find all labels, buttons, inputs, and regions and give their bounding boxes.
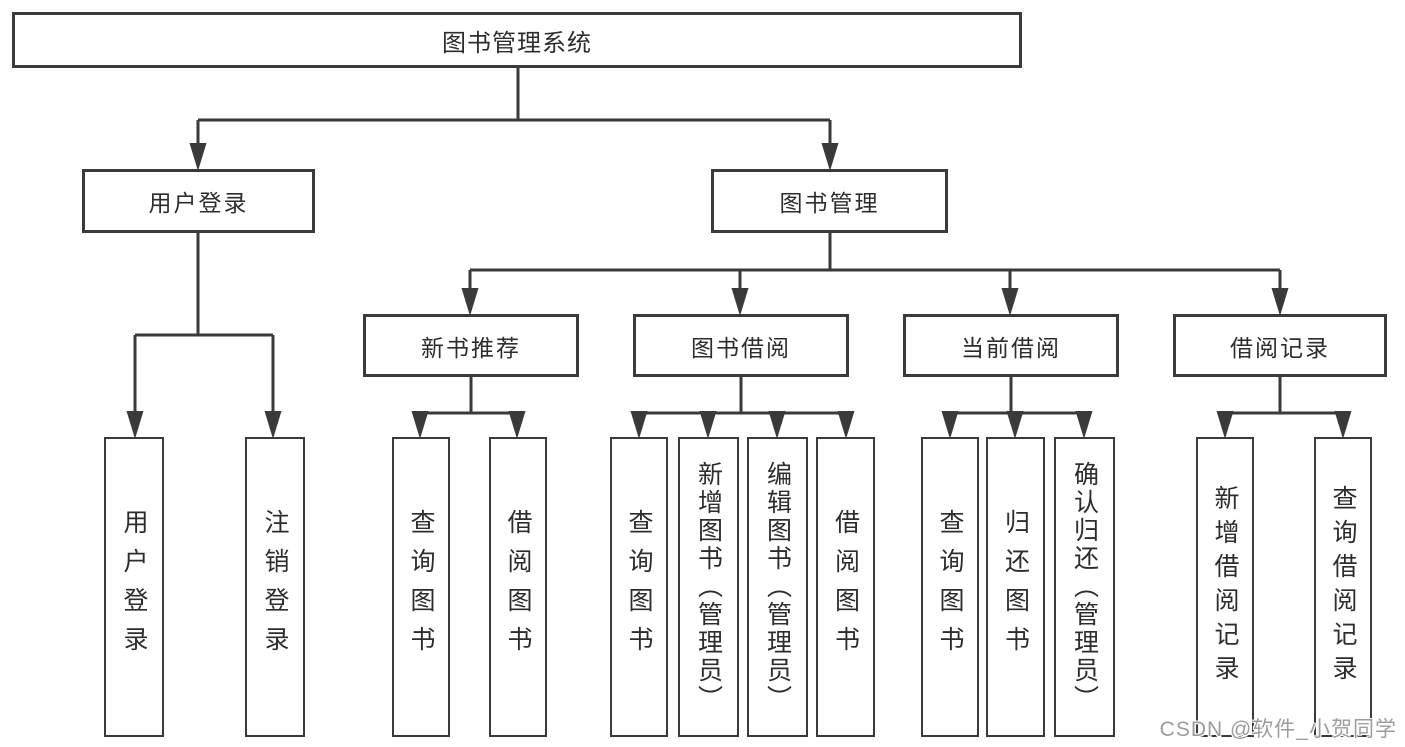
node-leaf-confirm-return-admin: 确认归还（管理员） xyxy=(1054,437,1115,737)
node-leaf-user-login: 用户登录 xyxy=(104,437,164,737)
node-leaf-logout: 注销登录 xyxy=(245,437,305,737)
node-leaf-query-current: 查询图书 xyxy=(921,437,979,737)
node-borrow-records: 借阅记录 xyxy=(1173,314,1387,377)
node-book-management: 图书管理 xyxy=(711,169,948,233)
node-current-borrowing: 当前借阅 xyxy=(903,314,1119,377)
node-leaf-add-borrow-record: 新增借阅记录 xyxy=(1196,437,1254,737)
node-leaf-borrow-book: 借阅图书 xyxy=(816,437,875,737)
node-leaf-borrow-book-recommend: 借阅图书 xyxy=(489,437,547,737)
node-library-management-system: 图书管理系统 xyxy=(12,12,1022,68)
node-user-login: 用户登录 xyxy=(82,169,315,233)
node-book-borrowing: 图书借阅 xyxy=(633,314,849,377)
node-new-book-recommend: 新书推荐 xyxy=(363,314,579,377)
node-leaf-query-borrow-record: 查询借阅记录 xyxy=(1314,437,1372,737)
node-leaf-edit-book-admin: 编辑图书（管理员） xyxy=(747,437,808,737)
csdn-watermark: CSDN @软件_小贺同学 xyxy=(1159,718,1397,741)
node-leaf-add-book-admin: 新增图书（管理员） xyxy=(678,437,739,737)
node-leaf-return-book: 归还图书 xyxy=(986,437,1045,737)
node-leaf-query-book-recommend: 查询图书 xyxy=(392,437,450,737)
node-leaf-query-book: 查询图书 xyxy=(610,437,668,737)
